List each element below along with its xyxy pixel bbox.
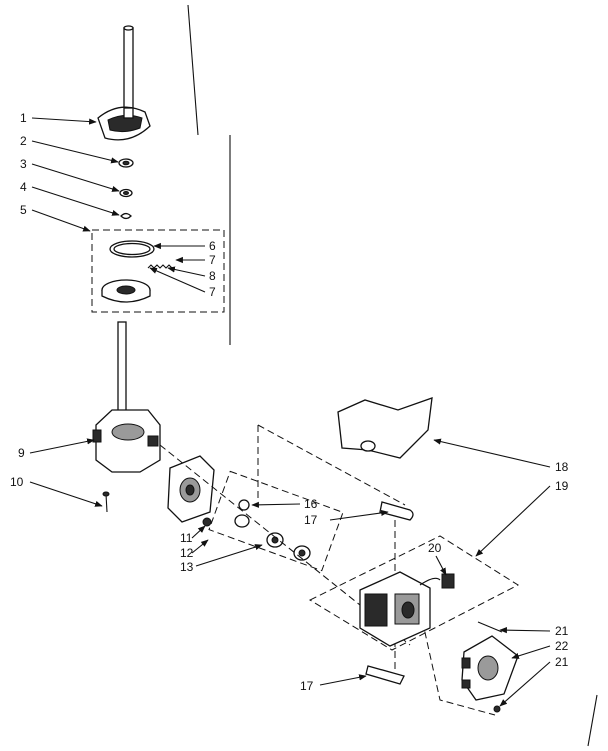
callout-17a: 17	[304, 513, 318, 527]
leader-9	[29, 438, 95, 454]
callout-20: 20	[428, 541, 442, 555]
callout-13: 13	[180, 560, 194, 574]
callout-9: 9	[18, 446, 25, 460]
callout-7a: 7	[209, 253, 216, 267]
leader-17b	[319, 674, 367, 686]
callout-17b: 17	[300, 679, 314, 693]
part-22-pump	[461, 635, 519, 701]
part-1-cam	[97, 106, 151, 141]
leader-3	[31, 163, 120, 192]
leader-5	[31, 209, 91, 232]
part-20-switch	[419, 573, 455, 589]
part-5-brake-kit-box	[91, 229, 225, 313]
part-17-pin-lower	[365, 665, 405, 685]
leader-8	[167, 266, 206, 277]
leader-13	[195, 544, 263, 567]
leader-21b	[499, 661, 551, 707]
callout-8: 8	[209, 269, 216, 283]
callout-21b: 21	[555, 655, 569, 669]
leader-16	[251, 501, 301, 508]
leader-4	[31, 186, 120, 216]
part-18-gasket-hole	[360, 440, 376, 452]
coupling-collar	[234, 514, 250, 528]
leader-12	[191, 539, 209, 554]
part-3-washer-hole	[123, 191, 129, 195]
part-21-screw-upper	[477, 621, 503, 633]
coupling-disc-hub	[298, 549, 306, 557]
leader-7b	[149, 267, 206, 293]
part-2-washer-hole	[122, 160, 130, 166]
callout-21a: 21	[555, 624, 569, 638]
leader-22	[511, 645, 551, 659]
callout-22: 22	[555, 639, 569, 653]
callout-10: 10	[10, 475, 24, 489]
agitator-shaft	[123, 25, 134, 119]
callout-1: 1	[20, 111, 27, 125]
part-16-bushing	[238, 499, 250, 511]
leader-20	[435, 555, 447, 576]
part-17-pin-upper	[379, 501, 414, 521]
leader-17a	[329, 509, 389, 521]
drive-motor	[359, 571, 431, 647]
leader-10	[29, 481, 103, 507]
coupling-group-box	[208, 470, 344, 572]
callout-11: 11	[180, 531, 193, 545]
callout-18: 18	[555, 460, 569, 474]
callout-6: 6	[209, 239, 216, 253]
part-9-gearcase	[92, 321, 161, 473]
leader-1	[31, 117, 97, 125]
callout-12: 12	[180, 546, 194, 560]
seal-plate	[167, 455, 215, 523]
part-11-nut	[202, 517, 212, 527]
part-21-screw-lower	[493, 705, 501, 713]
leader-21a	[499, 627, 551, 634]
callout-19: 19	[555, 479, 569, 493]
construction-line	[587, 694, 598, 747]
assembly-line	[257, 424, 406, 506]
part-18-gasket	[337, 397, 433, 459]
coupling-pulley-hub	[271, 536, 279, 544]
part-6-spring-ring	[109, 240, 155, 258]
callout-3: 3	[20, 157, 27, 171]
callout-5: 5	[20, 203, 27, 217]
callout-2: 2	[20, 134, 27, 148]
construction-line	[187, 4, 199, 136]
leader-2	[31, 140, 119, 164]
leader-19	[475, 485, 551, 557]
part-4-clip	[120, 212, 132, 220]
brake-drum	[101, 279, 151, 303]
leader-11	[191, 525, 206, 539]
callout-4: 4	[20, 180, 27, 194]
assembly-line	[419, 609, 496, 716]
leader-18	[433, 438, 551, 468]
callout-7b: 7	[209, 285, 216, 299]
part-8-spring	[147, 264, 173, 269]
part-10-screw	[102, 491, 110, 513]
callout-16: 16	[304, 497, 318, 511]
part-19-motor-box	[308, 535, 520, 651]
